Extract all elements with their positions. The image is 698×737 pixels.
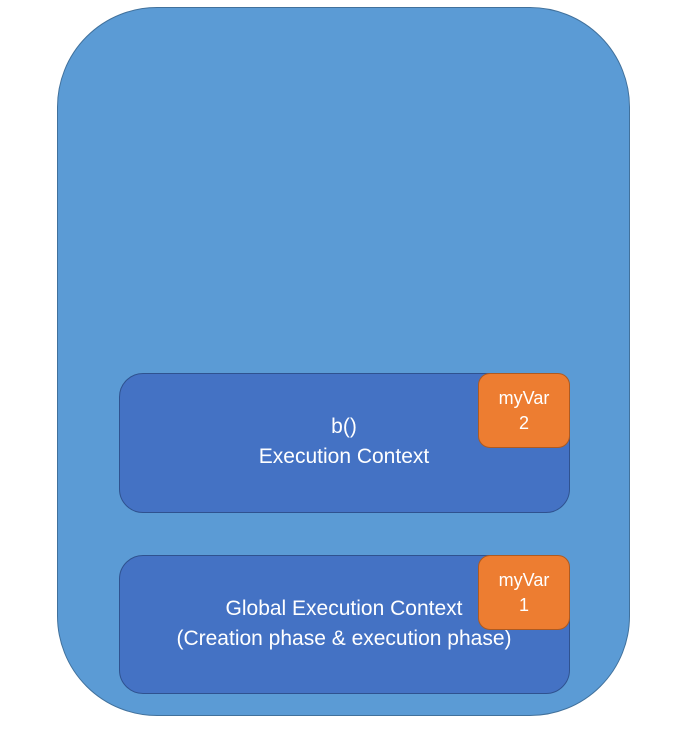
b-variable-name: myVar	[498, 388, 550, 408]
global-context-label: Global Execution Context (Creation phase…	[120, 594, 568, 654]
b-context-title: b()	[331, 415, 357, 438]
global-context-variable: myVar 1	[478, 555, 570, 630]
b-context-variable: myVar 2	[478, 373, 570, 448]
b-variable-value: 2	[518, 413, 529, 433]
global-variable-value: 1	[518, 595, 529, 615]
b-context-label: b() Execution Context	[120, 412, 568, 472]
global-execution-context: Global Execution Context (Creation phase…	[119, 555, 570, 694]
global-variable-name: myVar	[498, 570, 550, 590]
global-context-title: Global Execution Context	[225, 597, 463, 620]
b-context-subtitle: Execution Context	[258, 445, 430, 468]
global-context-subtitle: (Creation phase & execution phase)	[176, 627, 512, 650]
